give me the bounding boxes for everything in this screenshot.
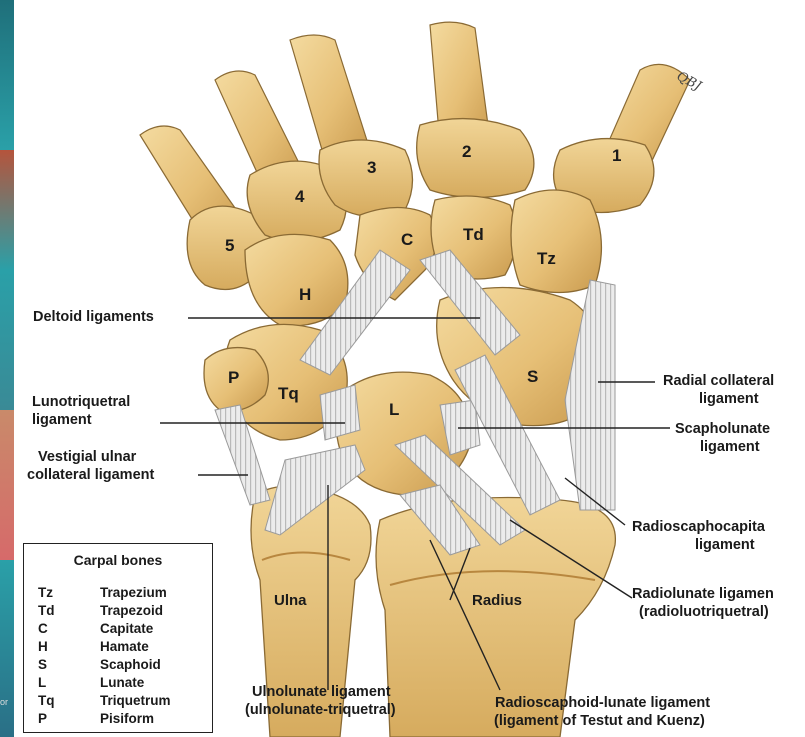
bone-label-3: 3 <box>367 158 376 177</box>
label-radioscaphoid-lunate-2: (ligament of Testut and Kuenz) <box>494 713 705 730</box>
bone-label-2: 2 <box>462 142 471 161</box>
bone-label-5: 5 <box>225 236 234 255</box>
legend-abbr: S <box>38 657 100 672</box>
legend-name: Triquetrum <box>100 693 171 708</box>
bone-label-s: S <box>527 367 538 386</box>
label-radiolunate-2: (radioluotriquetral) <box>639 604 769 621</box>
hamate-bone <box>245 234 348 325</box>
legend-row: CCapitate <box>38 621 153 636</box>
carpal-bones-legend: Carpal bones TzTrapezium TdTrapezoid CCa… <box>23 543 213 733</box>
legend-row: LLunate <box>38 675 144 690</box>
legend-abbr: P <box>38 711 100 726</box>
legend-abbr: Tq <box>38 693 100 708</box>
legend-abbr: C <box>38 621 100 636</box>
legend-row: TqTriquetrum <box>38 693 171 708</box>
bone-label-tq: Tq <box>278 384 299 403</box>
label-scapholunate-1: Scapholunate <box>675 421 770 438</box>
label-vestigial-1: Vestigial ulnar <box>38 449 136 466</box>
label-radioscaphoid-lunate-1: Radioscaphoid-lunate ligament <box>495 695 710 712</box>
legend-name: Capitate <box>100 621 153 636</box>
label-scapholunate-2: ligament <box>700 439 760 456</box>
legend-title: Carpal bones <box>24 552 212 568</box>
legend-name: Trapezium <box>100 585 167 600</box>
legend-row: TzTrapezium <box>38 585 167 600</box>
legend-name: Lunate <box>100 675 144 690</box>
bone-label-4: 4 <box>295 187 305 206</box>
bone-label-h: H <box>299 285 311 304</box>
bone-label-td: Td <box>463 225 484 244</box>
label-ulnolunate-2: (ulnolunate-triquetral) <box>245 702 396 719</box>
lunotriquetral-ligament <box>320 385 360 440</box>
legend-name: Pisiform <box>100 711 154 726</box>
label-lunotriquetral-2: ligament <box>32 412 92 429</box>
legend-name: Trapezoid <box>100 603 163 618</box>
label-radioscaphocapitate-1: Radioscaphocapita <box>632 519 765 536</box>
label-vestigial-2: collateral ligament <box>27 467 154 484</box>
trapezium-bone <box>511 190 601 293</box>
label-ulnolunate-1: Ulnolunate ligament <box>252 684 391 701</box>
legend-abbr: Td <box>38 603 100 618</box>
label-radiolunate-1: Radiolunate ligamen <box>632 586 774 603</box>
bone-label-tz: Tz <box>537 249 556 268</box>
bone-label-l: L <box>389 400 399 419</box>
legend-name: Hamate <box>100 639 149 654</box>
legend-row: SScaphoid <box>38 657 161 672</box>
label-lunotriquetral-1: Lunotriquetral <box>32 394 130 411</box>
legend-row: PPisiform <box>38 711 154 726</box>
metacarpal-2-base <box>417 119 534 198</box>
bone-label-radius: Radius <box>472 592 522 609</box>
legend-row: HHamate <box>38 639 149 654</box>
legend-row: TdTrapezoid <box>38 603 163 618</box>
legend-abbr: Tz <box>38 585 100 600</box>
legend-name: Scaphoid <box>100 657 161 672</box>
bone-label-p: P <box>228 368 239 387</box>
legend-abbr: H <box>38 639 100 654</box>
bone-label-c: C <box>401 230 413 249</box>
label-deltoid: Deltoid ligaments <box>33 309 154 326</box>
bone-label-ulna: Ulna <box>274 592 307 609</box>
label-radial-collateral-2: ligament <box>699 391 759 408</box>
label-radial-collateral-1: Radial collateral <box>663 373 774 390</box>
legend-abbr: L <box>38 675 100 690</box>
bone-label-1: 1 <box>612 146 621 165</box>
label-radioscaphocapitate-2: ligament <box>695 537 755 554</box>
